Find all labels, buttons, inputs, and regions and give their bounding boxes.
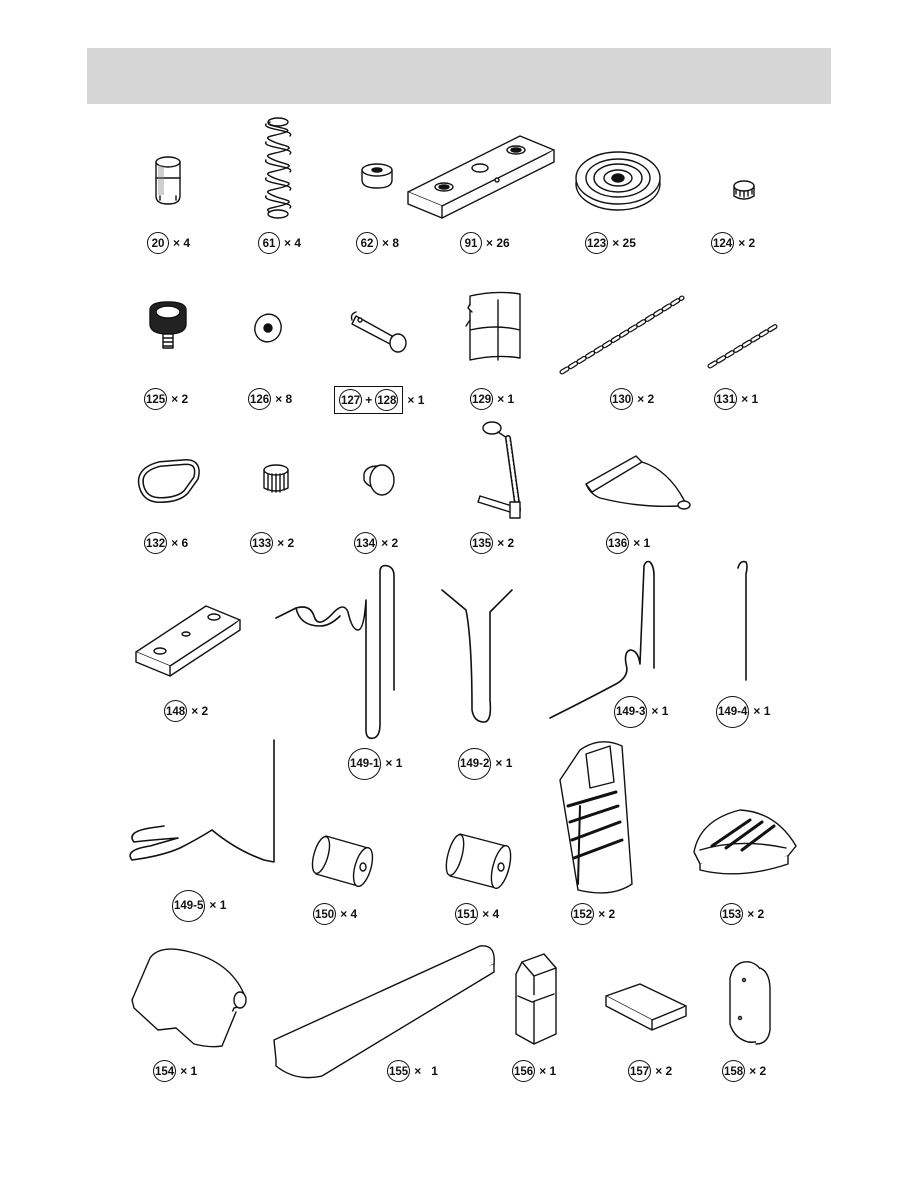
- part-62-illustration: [361, 163, 393, 189]
- label-part-20: 20× 4: [147, 232, 190, 254]
- label-part-124: 124× 2: [711, 232, 755, 254]
- label-part-123: 123× 25: [585, 232, 636, 254]
- label-part-127-128: 127+128× 1: [334, 386, 424, 414]
- label-part-149-4: 149-4× 1: [716, 696, 770, 728]
- part-149-2-illustration: [441, 589, 513, 723]
- part-149-1-illustration: [275, 564, 395, 740]
- label-part-154: 154× 1: [153, 1060, 197, 1082]
- label-part-149-2: 149-2× 1: [458, 748, 512, 780]
- label-part-136: 136× 1: [606, 532, 650, 554]
- label-box-127-128: 127+128: [334, 386, 404, 414]
- label-part-149-5: 149-5× 1: [172, 890, 226, 922]
- label-part-158: 158× 2: [722, 1060, 766, 1082]
- label-part-61: 61× 4: [258, 232, 301, 254]
- part-136-illustration: [585, 455, 691, 510]
- label-part-131: 131× 1: [714, 388, 758, 410]
- label-part-157: 157× 2: [628, 1060, 672, 1082]
- label-part-129: 129× 1: [470, 388, 514, 410]
- part-149-3-illustration: [549, 560, 655, 719]
- part-124-illustration: [733, 180, 755, 200]
- part-156-illustration: [515, 953, 557, 1045]
- part-20-illustration: [155, 156, 181, 205]
- part-127-illustration: [350, 311, 407, 353]
- label-part-134: 134× 2: [354, 532, 398, 554]
- part-150-illustration: [311, 835, 374, 888]
- label-part-150: 150× 4: [313, 903, 357, 925]
- part-130-illustration: [559, 295, 685, 375]
- label-part-148: 148× 2: [164, 700, 208, 722]
- part-126-illustration: [254, 313, 282, 343]
- label-part-149-1: 149-1× 1: [348, 748, 402, 780]
- part-91-illustration: [407, 135, 555, 219]
- label-part-132: 132× 6: [144, 532, 188, 554]
- label-part-156: 156× 1: [512, 1060, 556, 1082]
- part-61-illustration: [265, 117, 292, 219]
- part-135-illustration: [477, 421, 521, 519]
- part-125-illustration: [149, 301, 187, 349]
- label-part-151: 151× 4: [455, 903, 499, 925]
- label-part-126: 126× 8: [248, 388, 292, 410]
- label-part-62: 62× 8: [356, 232, 399, 254]
- part-149-4-illustration: [737, 560, 748, 681]
- label-part-135: 135× 2: [470, 532, 514, 554]
- label-part-152: 152× 2: [571, 903, 615, 925]
- label-part-91: 91× 26: [460, 232, 510, 254]
- part-134-illustration: [363, 464, 395, 496]
- label-part-133: 133× 2: [250, 532, 294, 554]
- part-149-5-illustration: [129, 739, 275, 863]
- header-bar: [87, 48, 831, 104]
- part-158-illustration: [729, 961, 771, 1045]
- label-part-153: 153× 2: [720, 903, 764, 925]
- part-129-illustration: [465, 291, 521, 361]
- part-157-illustration: [605, 983, 687, 1031]
- part-155-illustration: [273, 945, 495, 1079]
- part-154-illustration: [131, 948, 247, 1048]
- part-123-illustration: [575, 151, 661, 211]
- part-152-illustration: [559, 741, 633, 894]
- label-part-130: 130× 2: [610, 388, 654, 410]
- part-153-illustration: [693, 809, 797, 875]
- label-part-149-3: 149-3× 1: [614, 696, 668, 728]
- part-151-illustration: [445, 833, 512, 890]
- part-131-illustration: [707, 323, 779, 369]
- label-part-125: 125× 2: [144, 388, 188, 410]
- part-132-illustration: [137, 459, 200, 503]
- part-133-illustration: [263, 464, 289, 493]
- part-148-illustration: [135, 605, 241, 677]
- label-part-155: 155× 1: [387, 1060, 438, 1082]
